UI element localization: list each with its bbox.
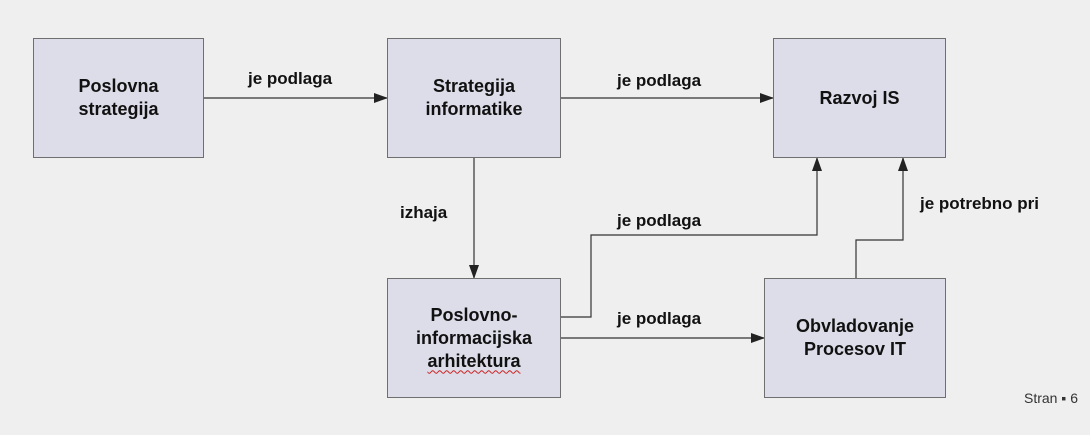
box-business-strategy: Poslovna strategija xyxy=(33,38,204,158)
edge-label-architecture-to-governance: je podlaga xyxy=(617,309,702,328)
arrow-architecture-to-is xyxy=(561,157,822,318)
box-architecture-line-1: Poslovno- xyxy=(430,304,518,325)
page-separator: ▪ xyxy=(1061,390,1067,406)
box-it-governance: Obvladovanje Procesov IT xyxy=(764,278,946,398)
arrow-governance-to-is xyxy=(855,157,908,278)
page-number: 6 xyxy=(1070,390,1078,406)
edge-label-architecture-to-is: je podlaga xyxy=(617,211,702,230)
box-architecture: Poslovno- informacijska arhitektura xyxy=(387,278,561,398)
box-is-development: Razvoj IS xyxy=(773,38,946,158)
box-it-strategy-label: Strategija informatike xyxy=(425,76,523,119)
box-architecture-line-3: arhitektura xyxy=(427,350,521,371)
edge-label-it-strategy-to-is: je podlaga xyxy=(617,71,702,90)
box-it-governance-label: Obvladovanje Procesov IT xyxy=(795,316,915,359)
edge-label-business-to-it-strategy: je podlaga xyxy=(248,69,333,88)
page-label: Stran xyxy=(1023,390,1058,406)
box-is-development-label: Razvoj IS xyxy=(819,87,900,108)
box-it-strategy: Strategija informatike xyxy=(387,38,561,158)
edge-label-it-strategy-to-architecture: izhaja xyxy=(400,203,448,222)
edge-label-governance-to-is: je potrebno pri xyxy=(920,194,1039,213)
box-business-strategy-label: Poslovna strategija xyxy=(78,76,159,119)
box-architecture-line-2: informacijska xyxy=(415,327,533,348)
page-footer: Stran ▪ 6 xyxy=(1024,390,1078,406)
